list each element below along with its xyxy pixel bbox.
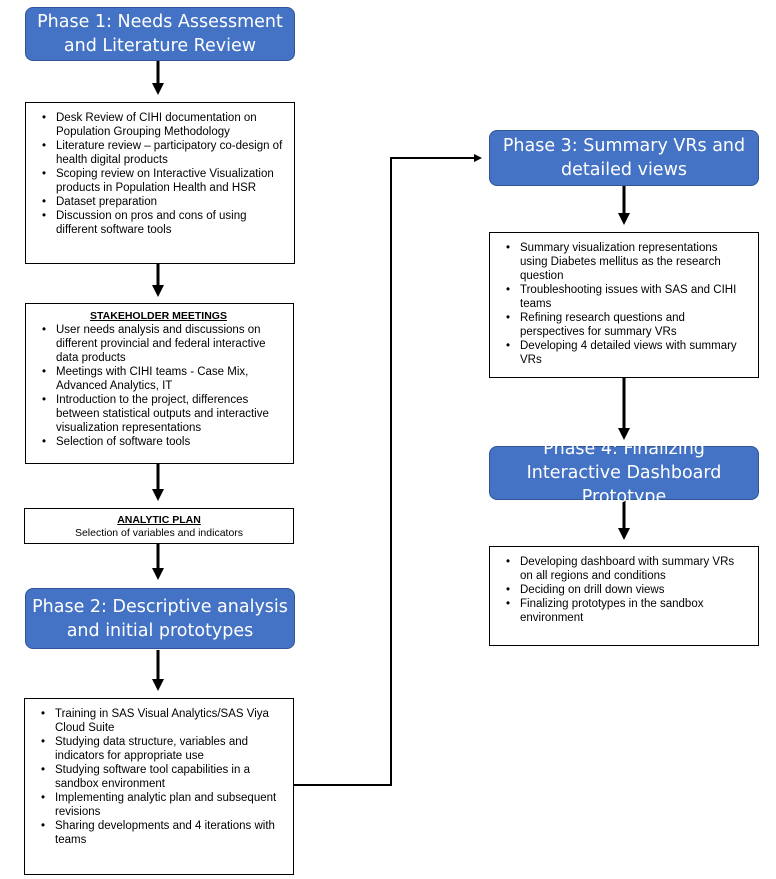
phase3-header: Phase 3: Summary VRs and detailed views [489, 130, 759, 186]
list-item: Desk Review of CIHI documentation on Pop… [34, 111, 284, 139]
phase1-header: Phase 1: Needs Assessment and Literature… [25, 7, 295, 61]
phase2-activities-box: Training in SAS Visual Analytics/SAS Viy… [24, 698, 294, 875]
phase2-header: Phase 2: Descriptive analysis and initia… [25, 588, 295, 649]
list-item: Sharing developments and 4 iterations wi… [33, 819, 283, 847]
list-item: Finalizing prototypes in the sandbox env… [498, 597, 748, 625]
list-item: Selection of software tools [34, 435, 283, 449]
stakeholder-list: User needs analysis and discussions on d… [34, 323, 283, 449]
stakeholder-meetings-box: STAKEHOLDER MEETINGS User needs analysis… [25, 303, 294, 464]
list-item: Training in SAS Visual Analytics/SAS Viy… [33, 707, 283, 735]
phase1-title: Phase 1: Needs Assessment and Literature… [37, 12, 283, 56]
list-item: Deciding on drill down views [498, 583, 748, 597]
list-item: Scoping review on Interactive Visualizat… [34, 167, 284, 195]
list-item: Summary visualization representations us… [498, 241, 748, 283]
phase4-title: Phase 4: Finalizing Interactive Dashboar… [526, 439, 722, 507]
list-item: User needs analysis and discussions on d… [34, 323, 283, 365]
phase4-list: Developing dashboard with summary VRs on… [498, 555, 748, 625]
list-item: Studying data structure, variables and i… [33, 735, 283, 763]
list-item: Developing 4 detailed views with summary… [498, 339, 748, 367]
phase4-activities-box: Developing dashboard with summary VRs on… [489, 546, 759, 646]
phase3-list: Summary visualization representations us… [498, 241, 748, 367]
stakeholder-heading: STAKEHOLDER MEETINGS [90, 310, 227, 322]
phase1-activities-box: Desk Review of CIHI documentation on Pop… [25, 102, 295, 264]
phase3-title: Phase 3: Summary VRs and detailed views [502, 136, 746, 180]
arrow-phase2-to-phase3 [293, 154, 482, 786]
list-item: Meetings with CIHI teams - Case Mix, Adv… [34, 365, 283, 393]
phase1-list: Desk Review of CIHI documentation on Pop… [34, 111, 284, 237]
phase3-activities-box: Summary visualization representations us… [489, 232, 759, 378]
list-item: Implementing analytic plan and subsequen… [33, 791, 283, 819]
list-item: Troubleshooting issues with SAS and CIHI… [498, 283, 748, 311]
analytic-plan-text: Selection of variables and indicators [74, 527, 244, 539]
list-item: Refining research questions and perspect… [498, 311, 748, 339]
list-item: Discussion on pros and cons of using dif… [34, 209, 284, 237]
list-item: Developing dashboard with summary VRs on… [498, 555, 748, 583]
list-item: Literature review – participatory co-des… [34, 139, 284, 167]
list-item: Introduction to the project, differences… [34, 393, 283, 435]
analytic-plan-box: ANALYTIC PLAN Selection of variables and… [24, 508, 294, 544]
phase2-list: Training in SAS Visual Analytics/SAS Viy… [33, 707, 283, 847]
phase4-header: Phase 4: Finalizing Interactive Dashboar… [489, 439, 759, 507]
list-item: Dataset preparation [34, 195, 284, 209]
phase2-title: Phase 2: Descriptive analysis and initia… [32, 596, 288, 641]
list-item: Studying software tool capabilities in a… [33, 763, 283, 791]
analytic-plan-heading: ANALYTIC PLAN [117, 514, 201, 526]
